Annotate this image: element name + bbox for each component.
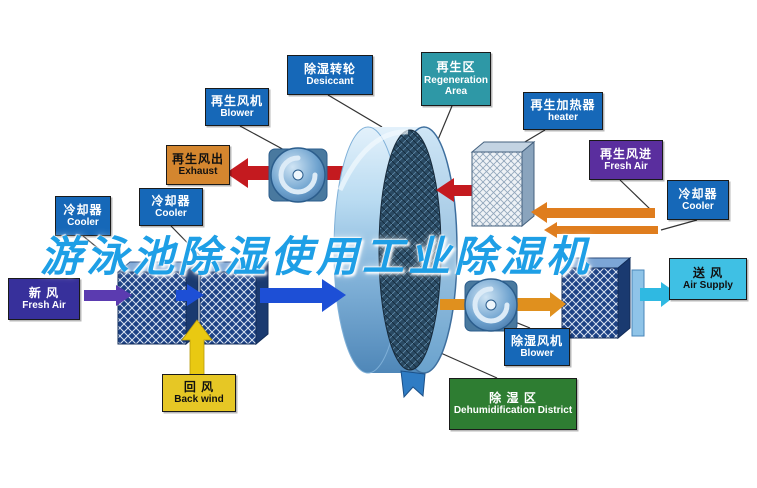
label-cooler-mid-en: Cooler [155, 208, 187, 220]
wheel-rotor-matrix [378, 129, 442, 371]
fan2-hub [485, 299, 497, 311]
regen-blower-fan [268, 147, 328, 203]
label-cooler-right-en: Cooler [682, 201, 714, 213]
label-fresh-air-zh: 新 风 [28, 286, 60, 301]
label-cooler-right-zh: 冷却器 [678, 187, 718, 202]
label-regen-exhaust-en: Exhaust [178, 166, 218, 178]
label-regen-area-en: Regeneration Area [424, 74, 488, 98]
label-dehumid-district-zh: 除 湿 区 [489, 391, 537, 406]
label-regen-fresh-air-en: Fresh Air [604, 161, 648, 173]
coil-left-front [117, 271, 187, 345]
process-air-arrow-small [176, 284, 204, 306]
wheel-highlight [337, 129, 409, 192]
label-dehumid-blower: 除湿风机 Blower [504, 328, 570, 366]
coil-left-top [116, 261, 200, 273]
coil-right-side [617, 256, 631, 340]
connector-desiccant [327, 94, 383, 128]
heater-side [521, 140, 535, 228]
fan1-hub [292, 169, 304, 181]
connector-regen-blower [239, 125, 289, 153]
dehumid-blower-fan [464, 278, 518, 332]
label-cooler-left: 冷却器 Cooler [55, 196, 111, 236]
supply-duct-slab [631, 269, 645, 337]
label-cooler-left-zh: 冷却器 [63, 203, 103, 218]
label-cooler-right: 冷却器 Cooler [667, 180, 729, 220]
label-back-wind-zh: 回 风 [183, 380, 215, 395]
cooler-coil-right [560, 256, 645, 340]
connector-regen-area [436, 105, 453, 143]
cooler-coil-left [116, 260, 200, 346]
dry-air-arrow-b [512, 292, 566, 317]
connector-lines [82, 94, 698, 379]
regen-intake-arrow-upper [531, 202, 655, 223]
label-regen-exhaust-zh: 再生风出 [171, 152, 224, 167]
cooler-coil-mid [198, 260, 270, 346]
label-cooler-mid-zh: 冷却器 [151, 194, 191, 209]
fan2-swirl [472, 286, 510, 324]
label-dehumid-blower-zh: 除湿风机 [510, 334, 563, 349]
heater-front [471, 151, 523, 227]
wheel-ribbon [400, 370, 426, 399]
label-air-supply: 送 风 Air Supply [669, 258, 747, 300]
label-back-wind-en: Back wind [174, 394, 224, 406]
label-regen-heater-zh: 再生加热器 [530, 98, 596, 113]
connector-cooler-mid [170, 225, 213, 269]
label-dehumid-district-en: Dehumidification District [453, 405, 573, 417]
label-regen-area: 再生区 Regeneration Area [421, 52, 491, 106]
label-fresh-air: 新 风 Fresh Air [8, 278, 80, 320]
label-back-wind: 回 风 Back wind [162, 374, 236, 412]
desiccant-wheel [333, 126, 458, 399]
fan1-swirl [278, 155, 318, 195]
connector-regen-fresh-air [619, 179, 651, 210]
label-air-supply-en: Air Supply [682, 280, 733, 292]
label-regen-area-zh: 再生区 [436, 60, 476, 75]
label-cooler-mid: 冷却器 Cooler [139, 188, 203, 226]
label-cooler-left-en: Cooler [67, 217, 99, 229]
label-dehumid-blower-en: Blower [520, 348, 554, 360]
label-regen-fresh-air: 再生风进 Fresh Air [589, 140, 663, 180]
label-air-supply-zh: 送 风 [692, 266, 724, 281]
label-desiccant-zh: 除湿转轮 [303, 62, 356, 77]
process-air-arrow-large [260, 279, 346, 312]
label-regen-blower-zh: 再生风机 [210, 94, 263, 109]
air-supply-arrow [640, 282, 678, 307]
connector-dehumid-district [433, 349, 498, 379]
label-regen-fresh-air-zh: 再生风进 [599, 147, 652, 162]
label-dehumid-district: 除 湿 区 Dehumidification District [449, 378, 577, 430]
label-desiccant-en: Desiccant [306, 76, 354, 88]
connector-cooler-right [660, 219, 698, 231]
connector-cooler-left [82, 235, 127, 272]
fresh-air-arrow [84, 285, 132, 306]
label-fresh-air-en: Fresh Air [22, 300, 66, 312]
coil-mid-front [199, 271, 257, 345]
label-regen-exhaust: 再生风出 Exhaust [166, 145, 230, 185]
label-regen-heater-en: heater [547, 112, 578, 124]
label-regen-heater: 再生加热器 heater [523, 92, 603, 130]
label-regen-blower-en: Blower [220, 108, 254, 120]
regen-heater-box [470, 140, 536, 228]
label-regen-blower: 再生风机 Blower [205, 88, 269, 126]
coil-right-front [561, 267, 619, 339]
label-desiccant: 除湿转轮 Desiccant [287, 55, 373, 95]
regen-intake-arrow-lower [544, 222, 658, 238]
